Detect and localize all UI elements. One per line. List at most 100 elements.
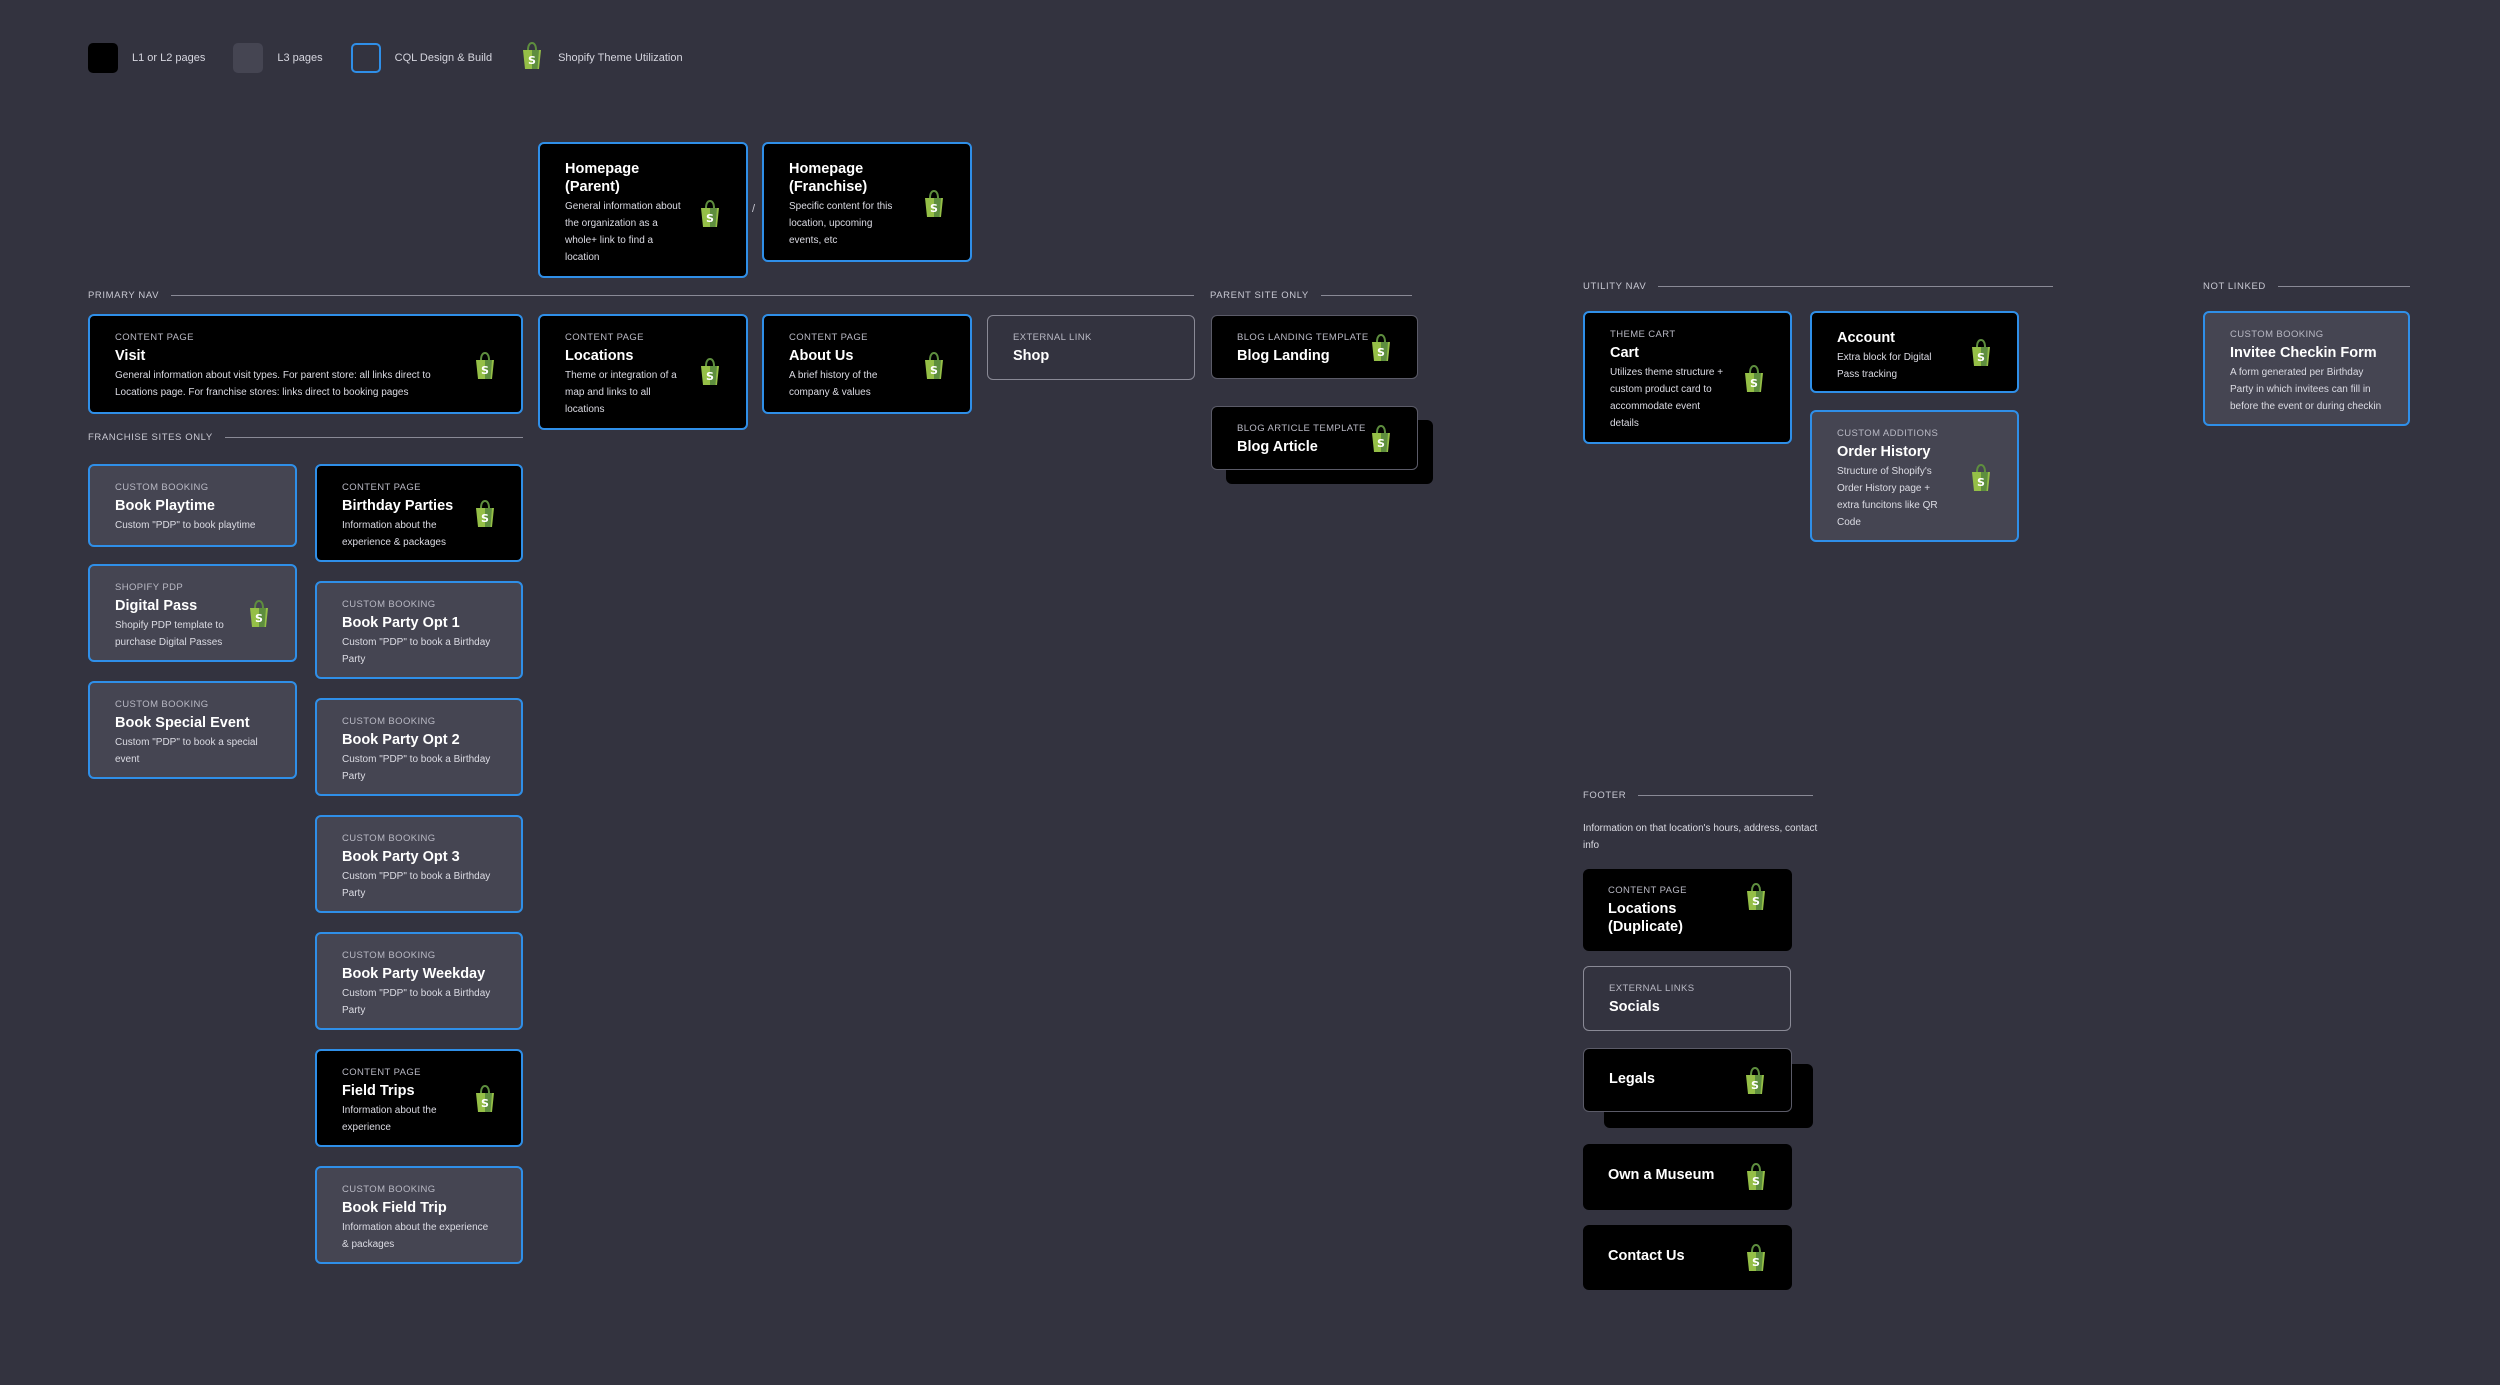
shopify-bag-icon: S (473, 499, 497, 533)
shopify-bag-icon: S (1369, 333, 1393, 367)
svg-text:S: S (1750, 377, 1758, 390)
card-title: Book Party Opt 2 (342, 732, 460, 748)
card-title: Homepage (Parent) (565, 161, 640, 195)
card-title: Homepage (Franchise) (789, 161, 868, 195)
card-title: Locations (565, 348, 634, 364)
card-title: Blog Article (1237, 439, 1318, 455)
shopify-bag-icon: S (473, 351, 497, 385)
visit-card[interactable]: CONTENT PAGE Visit General information a… (88, 314, 523, 414)
shopify-bag-icon: S (922, 351, 946, 385)
card-title: Field Trips (342, 1083, 415, 1099)
card-desc: Information about the experience & packa… (342, 520, 446, 548)
shopify-bag-icon: S (1744, 882, 1768, 916)
card-category: CUSTOM BOOKING (342, 950, 436, 961)
section-label: UTILITY NAV (1583, 280, 1647, 292)
card-category: THEME CART (1610, 329, 1676, 340)
legend-label: L3 pages (277, 52, 323, 64)
book-field-trip-card[interactable]: CUSTOM BOOKING Book Field Trip Informati… (315, 1166, 523, 1264)
account-card[interactable]: Account Extra block for Digital Pass tra… (1810, 311, 2019, 393)
svg-text:S: S (481, 512, 489, 525)
card-category: CONTENT PAGE (342, 482, 421, 493)
own-a-museum-card[interactable]: Own a Museum S (1583, 1144, 1792, 1210)
card-desc: A brief history of the company & values (789, 370, 878, 398)
svg-text:S: S (930, 364, 938, 377)
card-category: EXTERNAL LINK (1013, 332, 1092, 343)
card-title: Shop (1013, 348, 1050, 364)
section-divider (1320, 294, 1412, 296)
cart-card[interactable]: THEME CART Cart Utilizes theme structure… (1583, 311, 1792, 444)
legend-item-cql: CQL Design & Build (350, 43, 493, 73)
book-special-event-card[interactable]: CUSTOM BOOKING Book Special Event Custom… (88, 681, 297, 779)
homepage-parent-card[interactable]: Homepage (Parent) General information ab… (538, 142, 748, 278)
card-category: BLOG ARTICLE TEMPLATE (1237, 423, 1366, 434)
socials-card[interactable]: EXTERNAL LINKS Socials (1583, 966, 1791, 1031)
shopify-bag-icon: S (1744, 1243, 1768, 1277)
legend-item-l3: L3 pages (233, 43, 323, 73)
legend-item-l1-l2: L1 or L2 pages (88, 43, 205, 73)
card-title: Book Party Weekday (342, 966, 486, 982)
card-title: Cart (1610, 345, 1640, 361)
card-category: CONTENT PAGE (565, 332, 644, 343)
svg-text:S: S (481, 364, 489, 377)
card-desc: Extra block for Digital Pass tracking (1837, 352, 1932, 380)
card-title: Book Party Opt 3 (342, 849, 460, 865)
book-party-opt2-card[interactable]: CUSTOM BOOKING Book Party Opt 2 Custom "… (315, 698, 523, 796)
section-label: FRANCHISE SITES ONLY (88, 431, 213, 443)
utility-nav-section: UTILITY NAV (1583, 279, 2053, 293)
homepage-franchise-card[interactable]: Homepage (Franchise) Specific content fo… (762, 142, 972, 262)
card-title: Locations (Duplicate) (1608, 901, 1683, 935)
book-party-weekday-card[interactable]: CUSTOM BOOKING Book Party Weekday Custom… (315, 932, 523, 1030)
locations-duplicate-card[interactable]: CONTENT PAGE Locations (Duplicate) S (1583, 869, 1792, 951)
card-desc: Custom "PDP" to book a Birthday Party (342, 871, 491, 899)
order-history-card[interactable]: CUSTOM ADDITIONS Order History Structure… (1810, 410, 2019, 542)
book-party-opt1-card[interactable]: CUSTOM BOOKING Book Party Opt 1 Custom "… (315, 581, 523, 679)
dark-swatch-icon (88, 43, 118, 73)
about-us-card[interactable]: CONTENT PAGE About Us A brief history of… (762, 314, 972, 414)
locations-card[interactable]: CONTENT PAGE Locations Theme or integrat… (538, 314, 748, 430)
svg-text:S: S (481, 1097, 489, 1110)
book-party-opt3-card[interactable]: CUSTOM BOOKING Book Party Opt 3 Custom "… (315, 815, 523, 913)
outline-swatch-icon (350, 43, 381, 73)
card-desc: Shopify PDP template to purchase Digital… (115, 620, 224, 648)
digital-pass-card[interactable]: SHOPIFY PDP Digital Pass Shopify PDP tem… (88, 564, 297, 662)
card-category: EXTERNAL LINKS (1609, 983, 1695, 994)
card-category: CUSTOM BOOKING (342, 833, 436, 844)
grey-swatch-icon (233, 43, 264, 73)
svg-text:S: S (930, 202, 938, 215)
legals-card[interactable]: Legals S (1583, 1048, 1792, 1112)
birthday-parties-card[interactable]: CONTENT PAGE Birthday Parties Informatio… (315, 464, 523, 562)
shopify-bag-icon: S (1744, 1162, 1768, 1196)
card-title: Account (1837, 330, 1895, 346)
svg-text:S: S (1377, 346, 1385, 359)
contact-us-card[interactable]: Contact Us S (1583, 1225, 1792, 1290)
card-desc: Information about the experience (342, 1105, 437, 1133)
shopify-bag-icon: S (247, 599, 271, 633)
card-title: Birthday Parties (342, 498, 454, 514)
invitee-checkin-card[interactable]: CUSTOM BOOKING Invitee Checkin Form A fo… (2203, 311, 2410, 426)
card-category: CUSTOM BOOKING (342, 599, 436, 610)
svg-text:S: S (706, 370, 714, 383)
card-category: CUSTOM BOOKING (342, 716, 436, 727)
card-desc: Information about the experience & packa… (342, 1222, 489, 1250)
footer-description: Information on that location's hours, ad… (1583, 823, 1818, 851)
shop-card[interactable]: EXTERNAL LINK Shop (987, 315, 1195, 380)
svg-text:S: S (1752, 1256, 1760, 1269)
card-desc: General information about visit types. F… (115, 370, 431, 398)
section-label: PARENT SITE ONLY (1210, 289, 1309, 301)
card-category: CUSTOM BOOKING (2230, 329, 2324, 340)
shopify-bag-icon: S (473, 1084, 497, 1118)
blog-landing-card[interactable]: BLOG LANDING TEMPLATE Blog Landing S (1211, 315, 1418, 379)
card-title: Book Party Opt 1 (342, 615, 460, 631)
card-title: Own a Museum (1608, 1167, 1715, 1183)
card-title: Order History (1837, 444, 1931, 460)
legend-label: CQL Design & Build (394, 52, 493, 64)
svg-text:S: S (1977, 476, 1985, 489)
legend-label: Shopify Theme Utilization (558, 52, 683, 64)
section-divider (171, 294, 1194, 296)
blog-article-card[interactable]: BLOG ARTICLE TEMPLATE Blog Article S (1211, 406, 1418, 470)
book-playtime-card[interactable]: CUSTOM BOOKING Book Playtime Custom "PDP… (88, 464, 297, 547)
parent-only-section: PARENT SITE ONLY (1210, 288, 1412, 302)
card-title: Socials (1609, 999, 1660, 1015)
field-trips-card[interactable]: CONTENT PAGE Field Trips Information abo… (315, 1049, 523, 1147)
card-title: Invitee Checkin Form (2230, 345, 2377, 361)
